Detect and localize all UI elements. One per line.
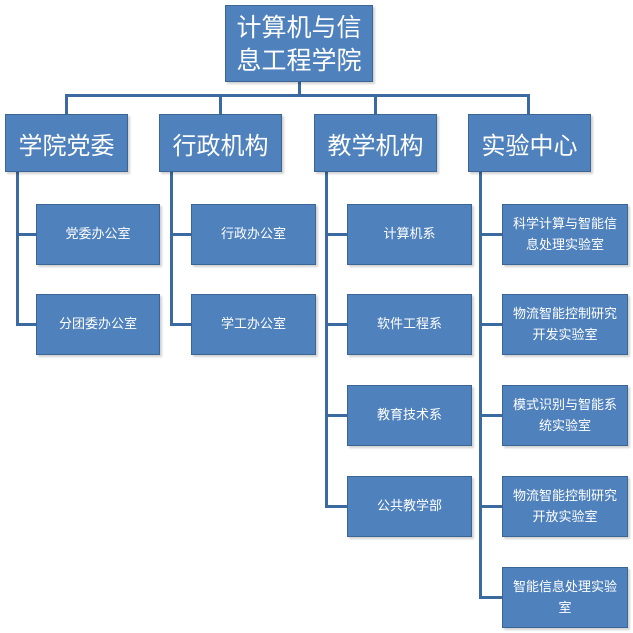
child-node: 分团委办公室 (36, 294, 160, 355)
child-node: 物流智能控制研究开发实验室 (502, 294, 628, 355)
branch-drop-3 (374, 94, 377, 114)
tick-4-2 (479, 323, 502, 326)
spine-4 (479, 172, 482, 599)
tick-4-1 (479, 233, 502, 236)
tick-2-2 (170, 323, 191, 326)
branch-head-party-committee: 学院党委 (5, 114, 128, 172)
tick-4-3 (479, 414, 502, 417)
tick-3-1 (325, 233, 347, 236)
tick-1-1 (16, 233, 36, 236)
branch-drop-2 (219, 94, 222, 114)
child-node: 行政办公室 (191, 204, 316, 265)
branch-drop-1 (65, 94, 68, 114)
branch-head-administration: 行政机构 (159, 114, 282, 172)
spine-3 (325, 172, 328, 507)
child-node: 学工办公室 (191, 294, 316, 355)
tick-2-1 (170, 233, 191, 236)
child-node: 党委办公室 (36, 204, 160, 265)
tick-3-3 (325, 414, 347, 417)
child-node: 模式识别与智能系统实验室 (502, 385, 628, 446)
tick-1-2 (16, 323, 36, 326)
child-node: 物流智能控制研究开放实验室 (502, 476, 628, 537)
spine-2 (170, 172, 173, 325)
child-node: 教育技术系 (347, 385, 472, 446)
branch-bar (65, 94, 530, 97)
branch-head-lab-center: 实验中心 (468, 114, 591, 172)
tick-4-5 (479, 596, 502, 599)
child-node: 软件工程系 (347, 294, 472, 355)
root-node: 计算机与信息工程学院 (225, 5, 373, 82)
root-connector (298, 82, 301, 96)
branch-head-teaching: 教学机构 (314, 114, 437, 172)
child-node: 公共教学部 (347, 476, 472, 537)
child-node: 智能信息处理实验室 (502, 567, 628, 628)
branch-drop-4 (527, 94, 530, 114)
spine-1 (16, 172, 19, 325)
tick-3-2 (325, 323, 347, 326)
child-node: 科学计算与智能信息处理实验室 (502, 204, 628, 265)
tick-4-4 (479, 505, 502, 508)
tick-3-4 (325, 505, 347, 508)
child-node: 计算机系 (347, 204, 472, 265)
